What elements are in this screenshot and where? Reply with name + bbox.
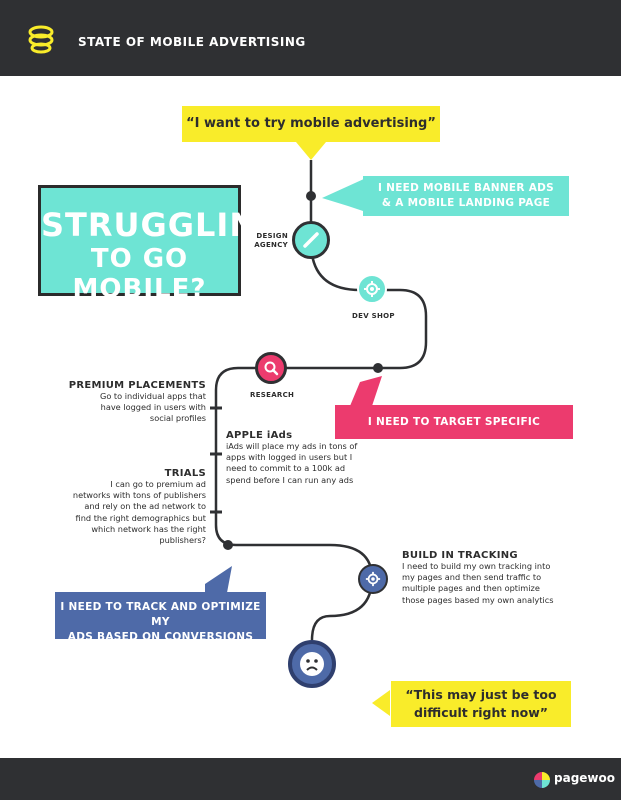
- apple-desc-2: apps with logged in users but I: [226, 452, 353, 463]
- banner-track-line2: ADS BASED ON CONVERSIONS: [67, 631, 254, 643]
- logo-icon: [28, 25, 54, 54]
- apple-title: APPLE iAds: [226, 430, 293, 441]
- apple-desc-1: iAds will place my ads in tons of: [226, 441, 358, 451]
- trials-desc-3: and rely on the ad network to: [84, 501, 206, 512]
- trials-title: TRIALS: [164, 468, 206, 479]
- build-title: BUILD IN TRACKING: [402, 550, 518, 561]
- trials-desc-5: which network has the right: [91, 523, 206, 534]
- trials-desc-6: publishers?: [159, 535, 206, 546]
- build-desc-3: multiple pages and then optimize: [402, 583, 540, 594]
- trials-desc-4: find the right demographics but: [75, 512, 206, 523]
- struggling-box: STRUGGLING TO GO MOBILE?: [38, 185, 285, 304]
- design-agency-node: [292, 221, 330, 259]
- design-agency-label: DESIGN AGENCY: [254, 232, 288, 249]
- header-title: STATE OF MOBILE ADVERTISING: [78, 35, 306, 49]
- quote-bottom-line2: difficult right now”: [414, 705, 548, 720]
- quote-top: “I want to try mobile advertising”: [182, 106, 440, 142]
- premium-desc-1: Go to individual apps that: [99, 391, 206, 401]
- premium-placements: PREMIUM PLACEMENTS Go to individual apps…: [40, 380, 206, 425]
- build-in-tracking: BUILD IN TRACKING I need to build my own…: [402, 550, 598, 606]
- trials-desc-1: I can go to premium ad: [110, 479, 206, 489]
- banner-demographics: I NEED TO TARGET SPECIFIC DEMOGRAPHICS: [335, 405, 573, 462]
- gear-icon: [365, 571, 381, 587]
- premium-title: PREMIUM PLACEMENTS: [68, 380, 206, 391]
- trials: TRIALS I can go to premium ad networks w…: [26, 468, 206, 546]
- pencil-icon: [303, 232, 319, 248]
- premium-desc-3: social profiles: [149, 413, 206, 424]
- premium-desc-2: have logged in users with: [100, 402, 206, 413]
- sad-face-icon: [300, 652, 324, 676]
- banner-mobile-ads: I NEED MOBILE BANNER ADS & A MOBILE LAND…: [363, 176, 569, 216]
- banner-track-optimize: I NEED TO TRACK AND OPTIMIZE MY ADS BASE…: [55, 592, 266, 643]
- dev-shop-label: DEV SHOP: [352, 312, 395, 320]
- build-desc-4: those pages based my own analytics: [402, 594, 554, 605]
- quote-bottom-line1: “This may just be too: [405, 687, 557, 702]
- struggling-line2: TO GO MOBILE?: [72, 244, 207, 304]
- struggling-line1: STRUGGLING: [41, 206, 285, 244]
- footer-brand: pagewoo: [554, 771, 615, 785]
- apple-desc-4: spend before I can run any ads: [226, 474, 354, 485]
- research-label: RESEARCH: [250, 391, 295, 399]
- apple-iads: APPLE iAds iAds will place my ads in ton…: [226, 430, 426, 486]
- dev-shop-node: [357, 274, 387, 304]
- research-node: [255, 352, 287, 384]
- sad-face-node: [288, 640, 336, 688]
- pagewoo-logo-icon: [534, 772, 550, 788]
- trials-desc-2: networks with tons of publishers: [72, 490, 206, 501]
- banner-track-line1: I NEED TO TRACK AND OPTIMIZE MY: [60, 601, 261, 628]
- gear-icon: [364, 281, 380, 297]
- banner-mobile-ads-line2: & A MOBILE LANDING PAGE: [381, 197, 551, 209]
- header-bar: STATE OF MOBILE ADVERTISING: [0, 0, 621, 76]
- quote-bottom: “This may just be too difficult right no…: [391, 681, 571, 727]
- apple-desc-3: need to commit to a 100k ad: [226, 463, 346, 474]
- build-desc-1: I need to build my own tracking into: [402, 561, 551, 571]
- build-desc-2: my pages and then send traffic to: [402, 572, 542, 583]
- magnifier-icon: [264, 361, 279, 376]
- banner-mobile-ads-line1: I NEED MOBILE BANNER ADS: [377, 182, 555, 194]
- tracking-node: [358, 564, 388, 594]
- footer-bar: pagewoo: [0, 758, 621, 800]
